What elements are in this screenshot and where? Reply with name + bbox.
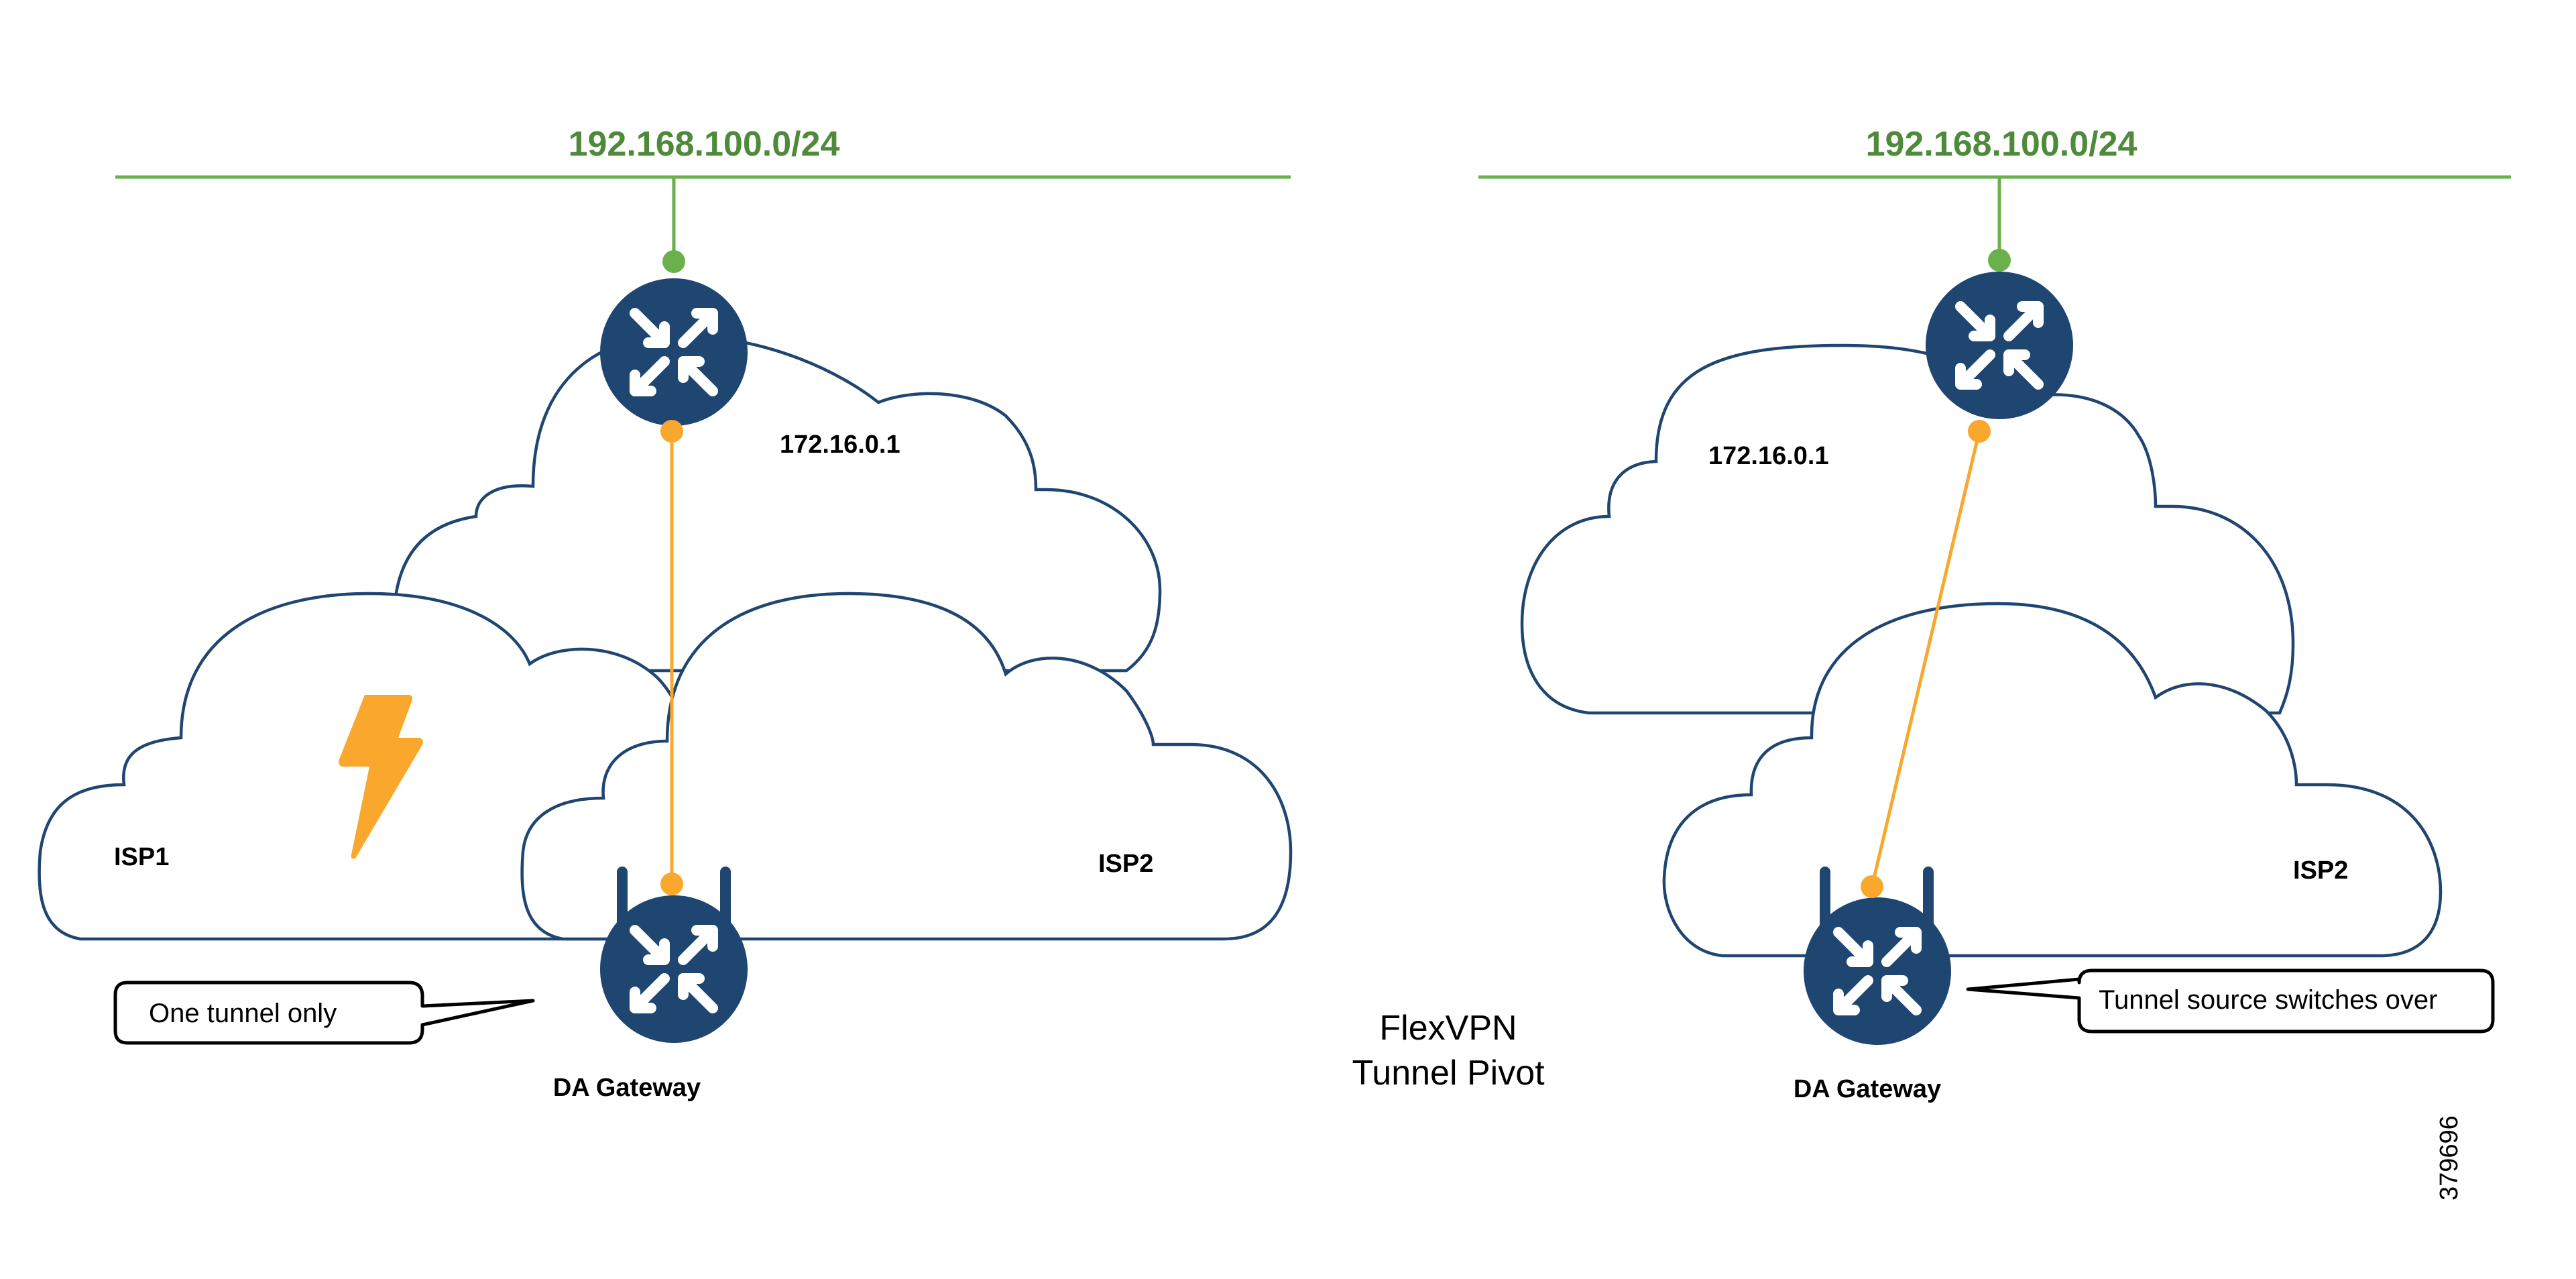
left-hub-lan-port [662, 250, 685, 273]
router-icon [1804, 897, 1951, 1045]
right-hub-cloud [1520, 343, 2295, 715]
right-isp2-label: ISP2 [2293, 856, 2348, 885]
right-gateway-label: DA Gateway [1794, 1075, 1941, 1103]
left-isp2-cloud [520, 592, 1293, 941]
figure-id: 379696 [2435, 1115, 2463, 1201]
right-isp2-cloud [1662, 602, 2443, 958]
left-hub-ip-label: 172.16.0.1 [780, 431, 900, 459]
right-hub-ip-label: 172.16.0.1 [1708, 442, 1829, 470]
right-lan-label: 192.168.100.0/24 [1866, 125, 2138, 164]
diagram-title: FlexVPN Tunnel Pivot [1352, 1009, 1545, 1093]
left-hub-tunnel-port [660, 420, 683, 443]
right-callout-bubble [1966, 968, 2495, 1034]
lightning-bolt-icon [339, 695, 423, 859]
isp1-label: ISP1 [114, 843, 169, 871]
right-hub-router[interactable] [1926, 249, 2073, 443]
left-callout-text: One tunnel only [149, 999, 337, 1028]
left-gateway-label: DA Gateway [553, 1074, 701, 1102]
router-icon [600, 895, 748, 1043]
left-scenario: 192.168.100.0/24 172.16.0.1 ISP1 ISP2 [38, 125, 1293, 1102]
left-callout-bubble [113, 981, 535, 1045]
router-icon [600, 278, 748, 426]
left-isp2-label: ISP2 [1098, 850, 1153, 878]
left-hub-router[interactable] [600, 250, 748, 443]
left-da-gateway-router[interactable] [600, 867, 748, 1043]
right-tunnel-link [1870, 431, 1981, 887]
title-line-2: Tunnel Pivot [1352, 1054, 1545, 1093]
right-hub-lan-port [1988, 249, 2011, 272]
title-line-1: FlexVPN [1379, 1009, 1517, 1048]
right-da-gateway-router[interactable] [1804, 867, 1951, 1045]
right-scenario: 192.168.100.0/24 172.16.0.1 ISP2 DA Gate… [1478, 125, 2511, 1103]
left-lan-label: 192.168.100.0/24 [569, 125, 840, 164]
router-icon [1926, 272, 2073, 419]
left-hub-cloud [394, 333, 1162, 673]
right-hub-tunnel-port [1968, 420, 1991, 443]
left-gateway-tunnel-port [660, 873, 683, 895]
right-gateway-tunnel-port [1861, 875, 1883, 898]
right-callout-text: Tunnel source switches over [2099, 985, 2437, 1015]
